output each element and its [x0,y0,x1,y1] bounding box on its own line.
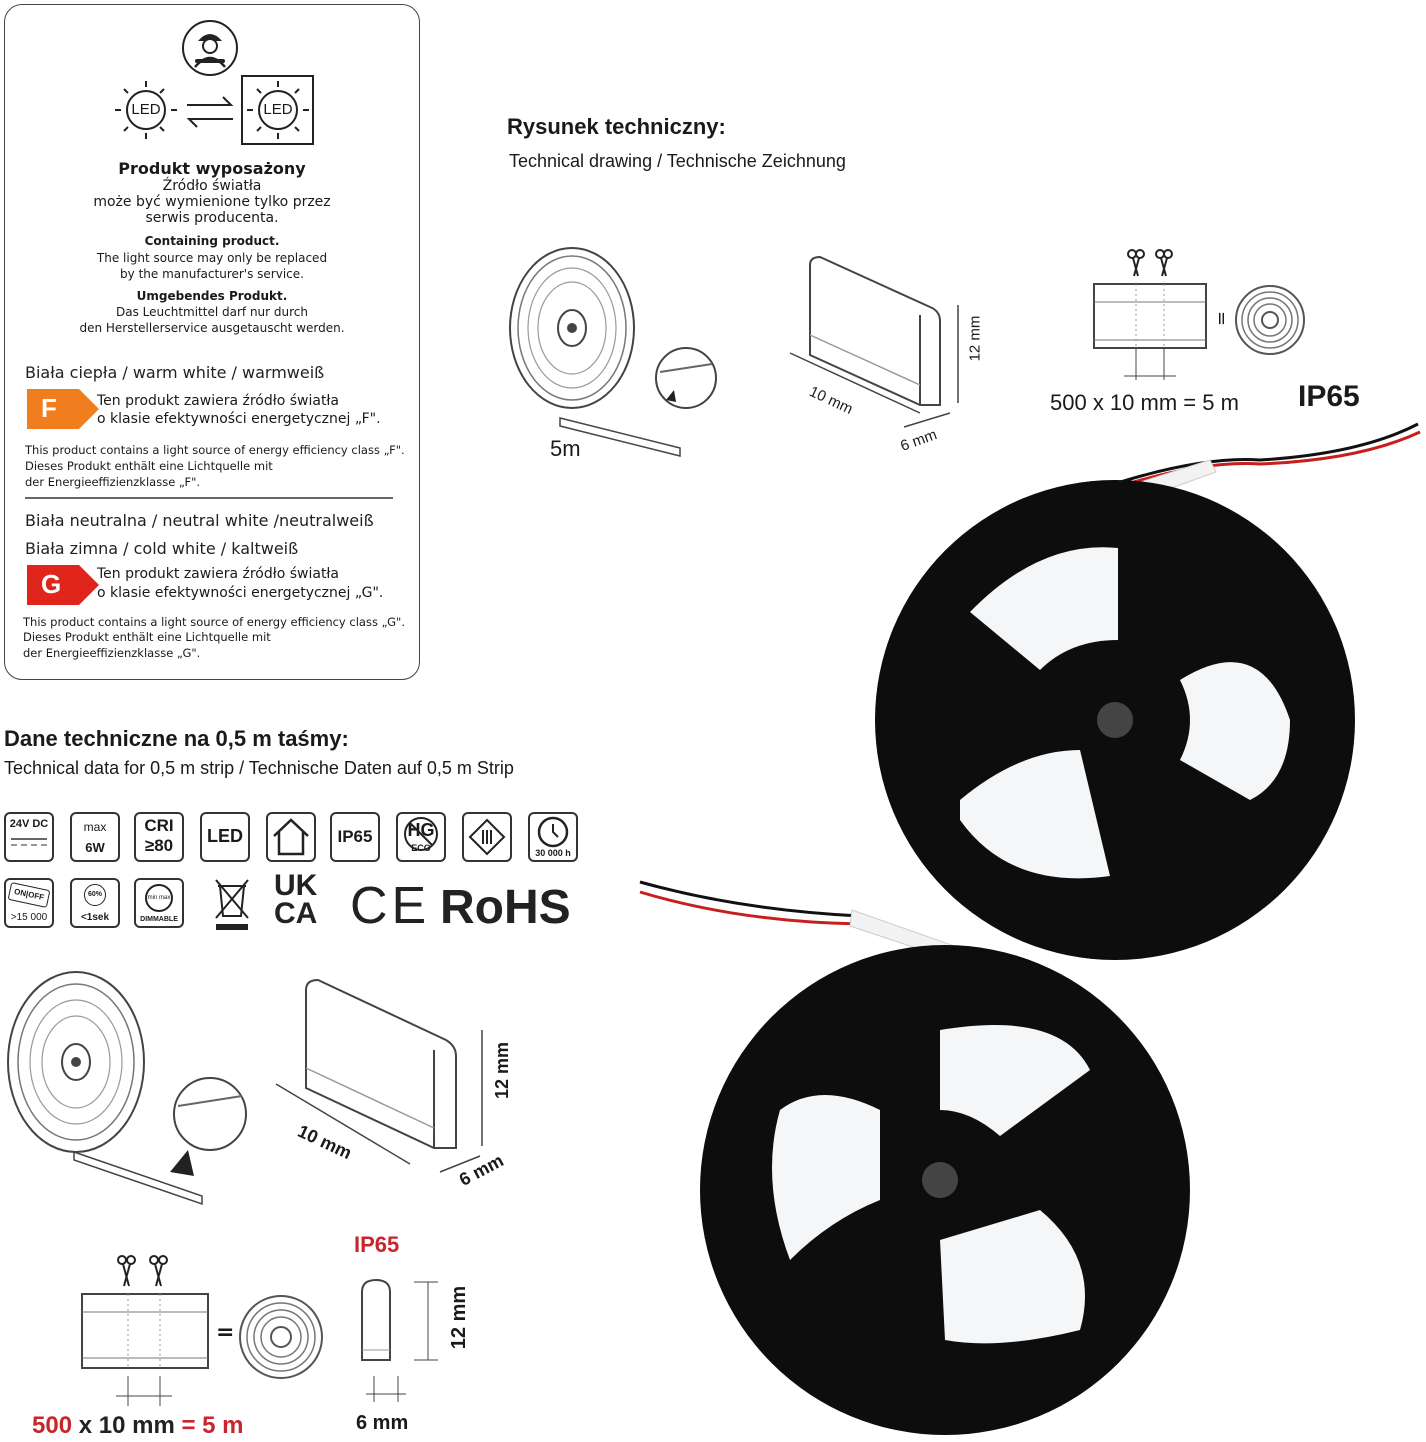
line-pl-2: może być wymienione tylko przez [93,194,331,210]
panel-divider [25,497,393,499]
ip65-icon: IP65 [330,812,380,862]
formula-5m: 5 m [202,1412,244,1439]
g-small-1: This product contains a light source of … [23,615,405,629]
class-f-arrow [27,389,99,429]
swap-arrows-icon [186,96,234,128]
class-g-arrow [27,565,99,605]
warm-white-heading: Biała ciepła / warm white / warmweiß [25,363,325,382]
ce-mark: CE [350,877,431,935]
power-icon: max 6W [70,812,120,862]
coil-icon-lower [239,1295,323,1379]
line-de-2: den Herstellerservice ausgetauscht werde… [79,321,345,335]
scissors-icon [1127,249,1173,277]
class-g-badge: G [41,569,62,599]
ip65-label: IP65 [1298,380,1360,413]
line-pl-3: serwis producenta. [145,210,279,226]
lower-ip65-label: IP65 [354,1232,400,1257]
class-iii-icon [462,812,512,862]
f-text-2: o klasie efektywności energetycznej „F". [97,411,381,427]
f-small-1: This product contains a light source of … [25,443,405,457]
rohs-mark: RoHS [440,881,571,934]
tech-subtitle: Technical data for 0,5 m strip / Technis… [4,758,514,778]
led-reel-photo-top [875,422,1421,960]
profile-3d-drawing [789,255,959,428]
formula-500: 500 [32,1412,73,1439]
g-text-2: o klasie efektywności energetycznej „G". [97,585,384,601]
ukca-mark: UK CA [274,869,318,930]
title-en: Containing product. [144,234,280,248]
lower-dim-12-label: 12 mm [492,1041,513,1100]
f-small-3: der Energieeffizienzklasse „F". [25,475,201,489]
strip-segment-drawing-lower [81,1293,209,1406]
cri-icon: CRI ≥80 [134,812,184,862]
line-en-2: by the manufacturer's service. [120,267,304,281]
line-pl-1: Źródło światła [162,178,262,194]
weee-bin-icon [215,879,249,930]
technician-icon [182,20,238,76]
title-de: Umgebendes Produkt. [136,289,288,303]
switch-cycles-icon: ON|OFF >15 000 [4,878,54,928]
indoor-home-icon [266,812,316,862]
lifetime-clock-icon: 30 000 h [528,812,578,862]
formula-10mm: 10 mm [98,1412,175,1439]
profile-cross-section [361,1278,438,1402]
cold-white-heading: Biała zimna / cold white / kaltweiß [25,539,299,558]
line-en-1: The light source may only be replaced [96,251,328,265]
neutral-white-heading: Biała neutralna / neutral white /neutral… [25,511,374,530]
led-bulb-replace-icon [241,75,314,145]
g-small-2: Dieses Produkt enthält eine Lichtquelle … [23,630,271,644]
title-pl: Produkt wyposażony [118,159,306,178]
g-small-3: der Energieeffizienzklasse „G". [23,646,201,660]
reel-drawing-icon [509,247,717,457]
led-left-label: LED [131,101,161,118]
tech-title: Dane techniczne na 0,5 m taśmy: [4,726,349,751]
energy-label-panel: LED LED Produkt wyposażony Źródło światł… [4,4,420,680]
formula-x: x [78,1412,93,1439]
warmup-time-icon: 60% <1sek [70,878,120,928]
equals-sign-lower: = [216,1320,235,1345]
profile-height-label: 12 mm [448,1285,471,1350]
profile-width-label: 6 mm [356,1412,409,1434]
f-text-1: Ten produkt zawiera źródło światła [97,393,339,409]
reel-drawing-lower [7,971,247,1206]
mercury-free-icon: HG ECO [396,812,446,862]
line-de-1: Das Leuchtmittel darf nur durch [116,305,308,319]
equals-sign: = [1211,310,1233,327]
strip-segment-drawing [1093,283,1207,380]
g-text-1: Ten produkt zawiera źródło światła [97,566,339,582]
voltage-icon: 24V DC [4,812,54,862]
dim-12-label: 12 mm [966,315,984,362]
led-right-label: LED [263,101,293,118]
dimmable-icon: min max DIMMABLE [134,878,184,928]
drawing-subtitle: Technical drawing / Technische Zeichnung [509,151,846,171]
led-icon: LED [200,812,250,862]
lower-formula: 500 x 10 mm = 5 m [32,1412,244,1440]
coil-icon [1235,285,1305,355]
f-small-2: Dieses Produkt enthält eine Lichtquelle … [25,459,273,473]
scissors-icon-lower [117,1255,168,1287]
formula-eq: = [181,1412,196,1439]
drawing-title: Rysunek techniczny: [507,114,726,139]
led-reel-photo-bottom [639,880,1190,1435]
profile-3d-drawing-lower [275,978,483,1173]
strip-formula: 500 x 10 mm = 5 m [1050,390,1239,415]
class-f-badge: F [41,393,57,423]
led-bulb-icon [115,81,177,139]
reel-length-label: 5m [550,436,581,461]
